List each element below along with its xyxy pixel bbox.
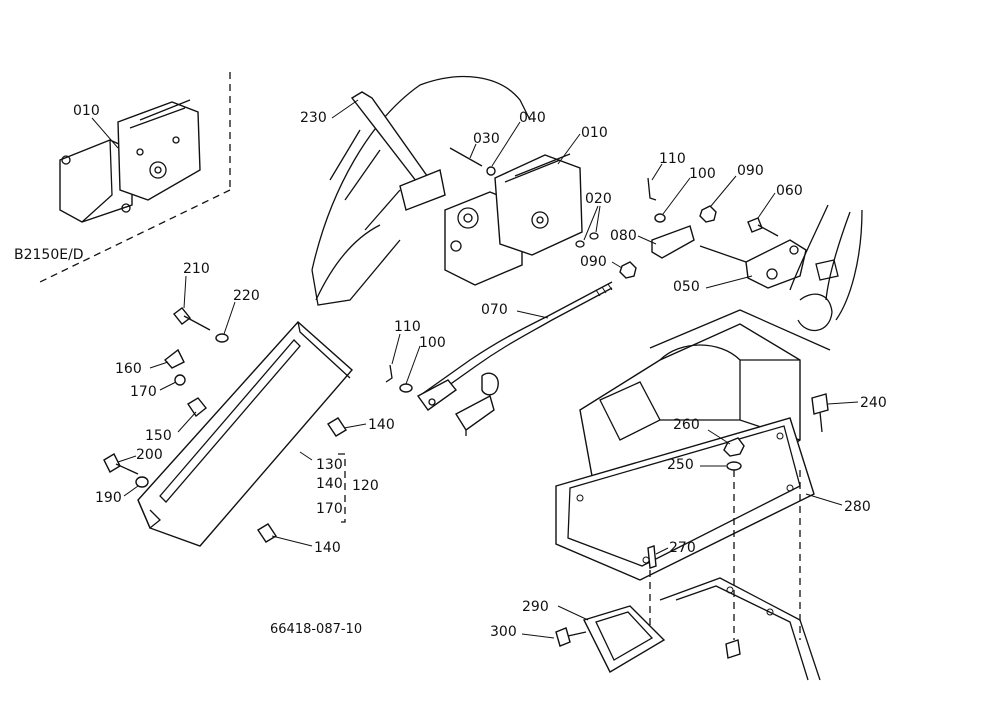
- leader-050: [705, 275, 753, 289]
- label-120: 120: [352, 478, 379, 494]
- label-010: 010: [581, 125, 608, 141]
- leader-100-top: [662, 177, 691, 215]
- leader-260: [707, 429, 731, 445]
- label-190: 190: [95, 490, 122, 506]
- label-060: 060: [776, 183, 803, 199]
- rod-070-group: 070 110 100: [385, 281, 613, 436]
- leader-200: [117, 455, 137, 463]
- label-070: 070: [481, 302, 508, 318]
- leader-210: [183, 275, 187, 309]
- housing-outline: [311, 75, 531, 271]
- leader-070: [516, 310, 549, 319]
- label-300: 300: [490, 624, 517, 640]
- label-090-top: 090: [737, 163, 764, 179]
- plate-290: [583, 605, 666, 673]
- cover-plate-group: 210 220 160 170 150 140 200 190 130 140: [95, 261, 395, 556]
- label-020: 020: [585, 191, 612, 207]
- leader-230: [331, 99, 359, 119]
- inset-variant-group: 010 B2150E/D: [14, 72, 231, 283]
- leader-140-bottom: [271, 535, 313, 547]
- inset-pump-drawing: [59, 99, 201, 223]
- label-260: 260: [673, 417, 700, 433]
- lever-230: [350, 91, 432, 187]
- label-220: 220: [233, 288, 260, 304]
- cover-top-edge: [649, 309, 831, 351]
- label-110-mid: 110: [394, 319, 421, 335]
- leader-080: [637, 235, 657, 245]
- label-110-top: 110: [659, 151, 686, 167]
- leader-280: [805, 493, 843, 506]
- leader-090-mid: [611, 261, 623, 269]
- label-100-mid: 100: [419, 335, 446, 351]
- label-230: 230: [300, 110, 327, 126]
- pump-assembly: 230 030 040 010 020: [300, 75, 612, 306]
- label-280: 280: [844, 499, 871, 515]
- label-170-left: 170: [130, 384, 157, 400]
- label-290: 290: [522, 599, 549, 615]
- label-150: 150: [145, 428, 172, 444]
- label-160: 160: [115, 361, 142, 377]
- leader-270: [655, 547, 669, 555]
- leader-010: [557, 133, 581, 165]
- cover-flange: [555, 417, 815, 581]
- lower-housing: [659, 577, 821, 681]
- variant-label: B2150E/D: [14, 247, 84, 263]
- leader-010-inset: [91, 117, 119, 149]
- leader-090-top: [710, 175, 737, 207]
- label-080: 080: [610, 228, 637, 244]
- leader-130: [299, 451, 313, 461]
- leader-140-right: [343, 423, 367, 429]
- leader-110-mid: [391, 333, 401, 365]
- leader-100-mid: [405, 345, 421, 385]
- label-090-mid: 090: [580, 254, 607, 270]
- leader-030: [469, 143, 477, 159]
- label-240: 240: [860, 395, 887, 411]
- leader-020-b: [595, 205, 601, 233]
- label-270: 270: [669, 540, 696, 556]
- cover-slot: [159, 339, 301, 503]
- stack-bracket: [338, 453, 346, 523]
- label-130: 130: [316, 457, 343, 473]
- transmission-cover-group: 240 260 250 280 270 290 300: [490, 309, 887, 681]
- leader-220: [223, 301, 236, 335]
- leader-110-top: [651, 163, 663, 181]
- label-140-stack: 140: [316, 476, 343, 492]
- leader-060: [757, 192, 776, 219]
- leader-240: [827, 401, 859, 405]
- leader-150: [177, 411, 197, 433]
- rod-070: [421, 281, 613, 395]
- leader-290: [557, 605, 589, 621]
- label-140-right: 140: [368, 417, 395, 433]
- label-200: 200: [136, 447, 163, 463]
- label-050: 050: [673, 279, 700, 295]
- label-170-stack: 170: [316, 501, 343, 517]
- leader-190: [123, 485, 139, 497]
- label-100-top: 100: [689, 166, 716, 182]
- leader-160: [149, 361, 169, 369]
- label-140-bottom: 140: [314, 540, 341, 556]
- drawing-number: 66418-087-10: [270, 622, 362, 637]
- label-010-inset: 010: [73, 103, 100, 119]
- link-parts-group: 110 100 090 080 060 090 050: [580, 151, 863, 332]
- leader-040: [491, 121, 521, 167]
- label-210: 210: [183, 261, 210, 277]
- label-250: 250: [667, 457, 694, 473]
- leader-020-a: [583, 205, 599, 241]
- leader-300: [521, 633, 555, 639]
- label-040: 040: [519, 110, 546, 126]
- leader-170-left: [159, 381, 177, 391]
- label-030: 030: [473, 131, 500, 147]
